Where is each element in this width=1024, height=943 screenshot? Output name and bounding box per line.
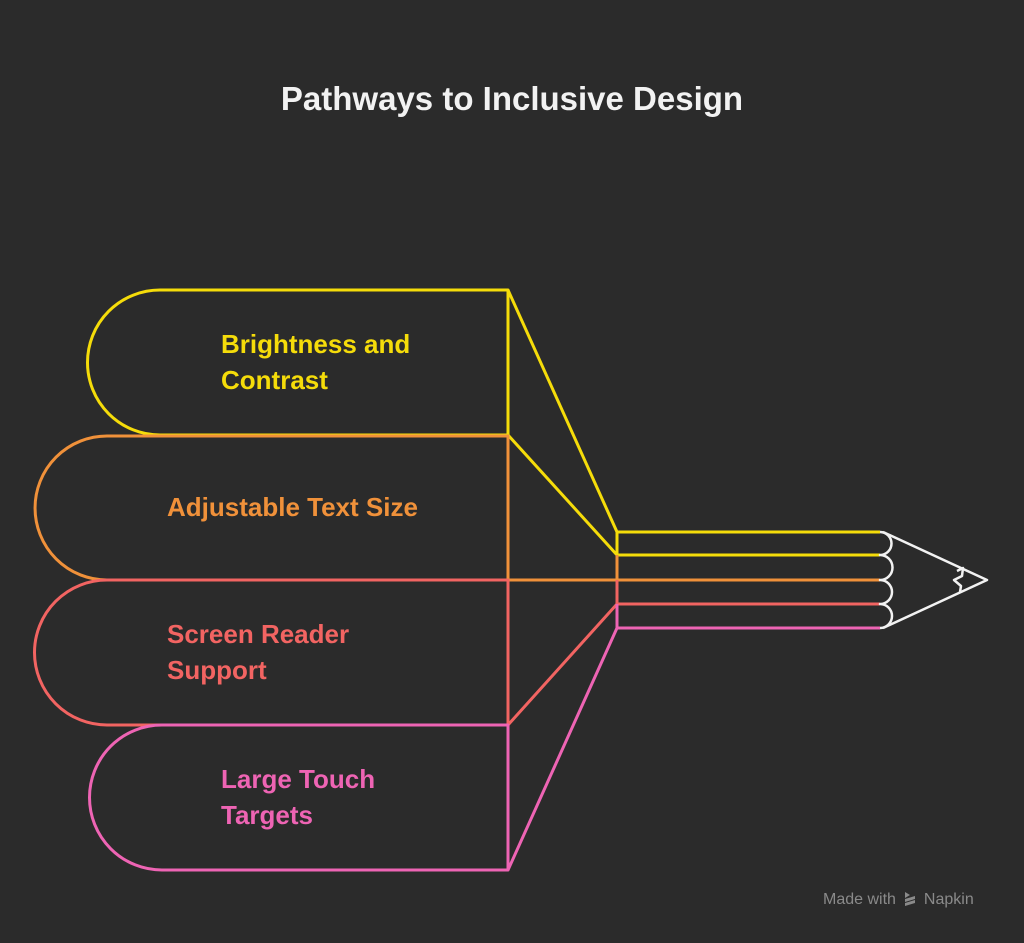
segment-brightness bbox=[86, 288, 880, 557]
label-line: Large Touch bbox=[221, 764, 376, 794]
label-line: Adjustable Text Size bbox=[167, 492, 418, 522]
label-brightness: Brightness and Contrast bbox=[221, 326, 410, 398]
napkin-logo-icon bbox=[904, 892, 915, 906]
label-line: Support bbox=[167, 655, 267, 685]
page-title: Pathways to Inclusive Design bbox=[280, 80, 744, 117]
label-line: Brightness and bbox=[221, 329, 411, 359]
segment-touch-targets bbox=[88, 604, 880, 872]
label-line: Targets bbox=[221, 800, 313, 830]
segment-screen-reader bbox=[33, 578, 880, 727]
watermark-prefix: Made with bbox=[823, 891, 896, 908]
label-screen-reader: Screen Reader Support bbox=[167, 616, 349, 688]
watermark-brand: Napkin bbox=[923, 891, 974, 908]
label-text-size: Adjustable Text Size bbox=[167, 489, 418, 525]
watermark: Made with Napkin bbox=[823, 891, 974, 909]
segment-text-size bbox=[33, 434, 880, 582]
label-line: Contrast bbox=[221, 365, 328, 395]
label-touch-targets: Large Touch Targets bbox=[221, 761, 375, 833]
pencil-tip-icon bbox=[878, 530, 989, 630]
label-line: Screen Reader bbox=[167, 619, 350, 649]
